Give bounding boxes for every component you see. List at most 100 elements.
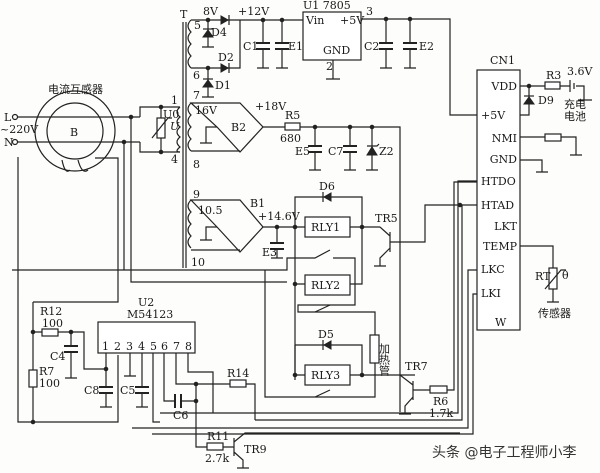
cn1-pin-lkc: LKC (481, 263, 505, 276)
sensor-label: 传感器 (538, 307, 571, 320)
u1-gnd: GND (323, 44, 350, 57)
u1-vout: +5V (340, 14, 365, 27)
ic-u2: U2 M54123 1 2 3 4 5 6 7 8 R12 100 C4 R7 (28, 296, 460, 469)
label-tr7: TR7 (405, 360, 428, 373)
value-r5: 680 (280, 132, 301, 145)
value-r7: 100 (39, 377, 60, 390)
u1-vin: Vin (305, 14, 324, 27)
label-c1: C1 (243, 40, 258, 53)
battery-label-1: 充电 (564, 97, 586, 111)
u1-pin3: 3 (366, 5, 373, 18)
label-r12: R12 (40, 305, 62, 318)
u2-label: U2 (138, 296, 154, 309)
label-d9: D9 (538, 94, 554, 107)
u2-pin-4: 4 (138, 340, 145, 353)
relay-rly2: RLY2 (311, 279, 340, 292)
label-14-6v: +14.6V (258, 210, 301, 223)
label-r6: R6 (433, 395, 448, 408)
label-r3: R3 (546, 69, 561, 82)
cn1-pin-gnd: GND (490, 153, 517, 166)
watermark: 头条 @电子工程师小李 (432, 444, 576, 461)
label-u0: U0 (163, 108, 179, 121)
label-d2: D2 (218, 51, 234, 64)
u2-pin-2: 2 (114, 340, 121, 353)
ct-title: 电流互感器 (48, 82, 103, 96)
pin-10: 10 (191, 256, 205, 269)
label-d5: D5 (318, 328, 334, 341)
label-d1: D1 (215, 79, 231, 92)
label-theta: θ (562, 269, 569, 282)
cn1-mcu: CN1 VDD NMI GND LKT TEMP +5V HTDO HTAD L… (132, 54, 593, 435)
cn1-pin-vdd: VDD (490, 80, 517, 93)
pin-4: 4 (171, 153, 178, 166)
transformer-label: T (180, 8, 188, 21)
label-c8: C8 (84, 384, 99, 397)
relay-rly3: RLY3 (311, 369, 340, 382)
bridge-b1-relays: RLY1 D6 +14.6V B1 E3 TR5 RLY2 RLY3 D5 加热… (12, 180, 477, 420)
label-z2: Z2 (379, 145, 394, 158)
battery-voltage: 3.6V (567, 65, 593, 78)
pin-9: 9 (193, 188, 200, 201)
label-8v: 8V (203, 5, 219, 18)
cn1-pin-htad: HTAD (481, 199, 514, 212)
u1-pin2: 2 (326, 60, 333, 73)
u2-pin-5: 5 (150, 340, 157, 353)
heater-label: 加热管 (378, 343, 391, 377)
transformer: T 5 6 7 1 4 8 9 10 8V 16V 10.5 (171, 5, 223, 269)
u2-part: M54123 (127, 308, 173, 321)
label-r5: R5 (285, 109, 300, 122)
label-b1: B1 (250, 197, 265, 210)
label-d6: D6 (319, 180, 335, 193)
u2-pin-8: 8 (185, 340, 192, 353)
cn1-pin-htdo: HTDO (481, 175, 516, 188)
label-e3: E3 (262, 246, 277, 259)
u1-label: U1 7805 (303, 0, 351, 12)
pin-7: 7 (193, 89, 200, 102)
label-18v: +18V (255, 100, 287, 113)
label-r7: R7 (39, 365, 54, 378)
terminal-l: L (4, 111, 12, 124)
label-c2: C2 (364, 40, 379, 53)
value-r12: 100 (42, 317, 63, 330)
cn1-pin-5v: +5V (481, 109, 506, 122)
label-16v: 16V (195, 104, 218, 117)
bridge-b2: B2 +18V R5 680 E5 C7 Z2 (189, 100, 401, 412)
regulator-u1: U1 7805 Vin +5V GND 2 3 C2 E2 (302, 0, 477, 116)
label-12v: +12V (238, 5, 270, 18)
u2-pin-1: 1 (102, 340, 109, 353)
value-r11: 2.7k (205, 452, 229, 465)
label-r11: R11 (207, 430, 229, 443)
pin-5: 5 (194, 19, 201, 32)
relay-rly1: RLY1 (311, 221, 340, 234)
label-220v: ~220V (0, 123, 39, 136)
u2-pin-7: 7 (173, 340, 180, 353)
u2-pin-6: 6 (161, 340, 168, 353)
label-u: U (170, 120, 180, 133)
ct-core-label: B (70, 126, 78, 139)
pin-1: 1 (171, 94, 178, 107)
u2-pin-3: 3 (126, 340, 133, 353)
label-rt: RT (535, 270, 551, 283)
cn1-pin-w: W (495, 316, 507, 329)
cn1-pin-nmi: NMI (492, 132, 517, 145)
label-e2: E2 (419, 40, 434, 53)
cn1-pin-temp: TEMP (483, 240, 518, 253)
label-r14: R14 (227, 367, 249, 380)
label-tr5: TR5 (375, 212, 398, 225)
cn1-label: CN1 (490, 54, 515, 67)
label-e5: E5 (295, 145, 310, 158)
label-c6: C6 (173, 409, 188, 422)
cn1-pin-lki: LKI (481, 287, 501, 300)
terminal-n: N (4, 136, 14, 149)
label-c4: C4 (50, 350, 65, 363)
label-e1: E1 (288, 40, 303, 53)
label-b2: B2 (231, 121, 246, 134)
label-c5: C5 (120, 384, 135, 397)
pin-6: 6 (193, 69, 200, 82)
label-d4: D4 (211, 26, 227, 39)
current-transformer: 电流互感器 B L ~220V N U0 U (0, 82, 287, 423)
cn1-pin-lkt: LKT (494, 220, 518, 233)
pin-8: 8 (193, 158, 200, 171)
